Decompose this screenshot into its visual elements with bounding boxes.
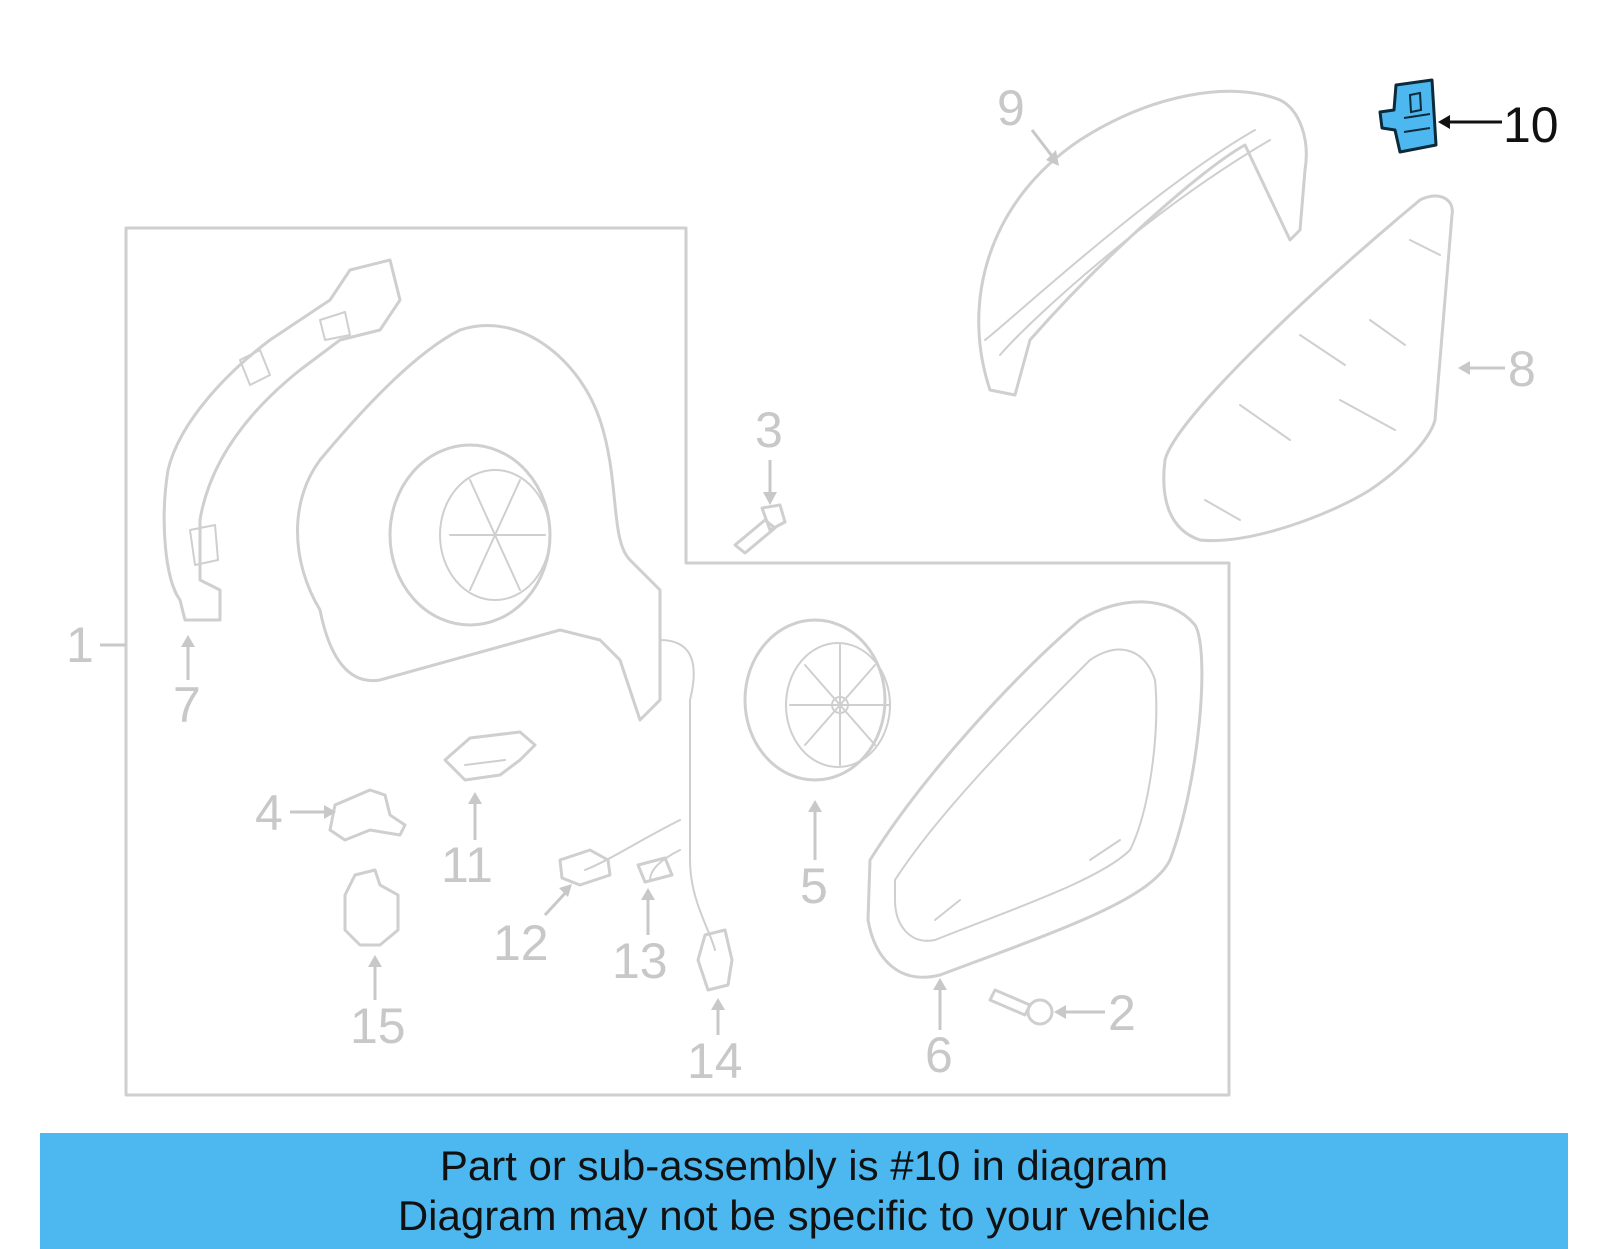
- part-14-connector[interactable]: [696, 928, 734, 992]
- assembly-outline: [124, 226, 1231, 1097]
- callout-5: 5: [800, 858, 828, 914]
- callout-12: 12: [493, 915, 549, 971]
- part-6-mirror-frame[interactable]: [866, 600, 1204, 979]
- part-7-bracket[interactable]: [162, 258, 402, 622]
- callout-10: 10: [1503, 97, 1559, 153]
- info-banner: Part or sub-assembly is #10 in diagram D…: [40, 1133, 1568, 1249]
- part-2-screw[interactable]: [988, 988, 1054, 1026]
- callout-3: 3: [755, 402, 783, 458]
- banner-line-part: Part or sub-assembly is #10 in diagram: [439, 1142, 1169, 1189]
- leader-lines: [100, 115, 1505, 1035]
- callout-labels: 1 2 3 4 5 6 7 8 9 10 11 12 13 14 15: [66, 80, 1559, 1089]
- part-9-mirror-cover[interactable]: [977, 89, 1308, 397]
- callout-1: 1: [66, 617, 94, 673]
- part-1-mirror-housing[interactable]: [296, 324, 716, 951]
- part-11-connector[interactable]: [443, 730, 537, 782]
- callout-9: 9: [997, 80, 1025, 136]
- part-5-motor[interactable]: [743, 618, 891, 782]
- callout-6: 6: [925, 1027, 953, 1083]
- callout-2: 2: [1108, 985, 1136, 1041]
- part-8-mirror-glass[interactable]: [1162, 194, 1454, 543]
- callout-8: 8: [1508, 341, 1536, 397]
- callout-7: 7: [173, 677, 201, 733]
- callout-11: 11: [441, 837, 493, 893]
- callout-15: 15: [350, 998, 406, 1054]
- banner-line-disclaimer: Diagram may not be specific to your vehi…: [397, 1192, 1211, 1239]
- part-15-switch[interactable]: [343, 868, 400, 947]
- callout-14: 14: [687, 1033, 743, 1089]
- part-3-bolt[interactable]: [733, 503, 787, 555]
- callout-4: 4: [255, 785, 283, 841]
- callout-13: 13: [612, 933, 668, 989]
- part-10-highlighted[interactable]: [1378, 78, 1438, 154]
- part-13-connector[interactable]: [636, 856, 674, 884]
- part-4-clip[interactable]: [328, 788, 407, 842]
- part-12-connector[interactable]: [558, 848, 612, 887]
